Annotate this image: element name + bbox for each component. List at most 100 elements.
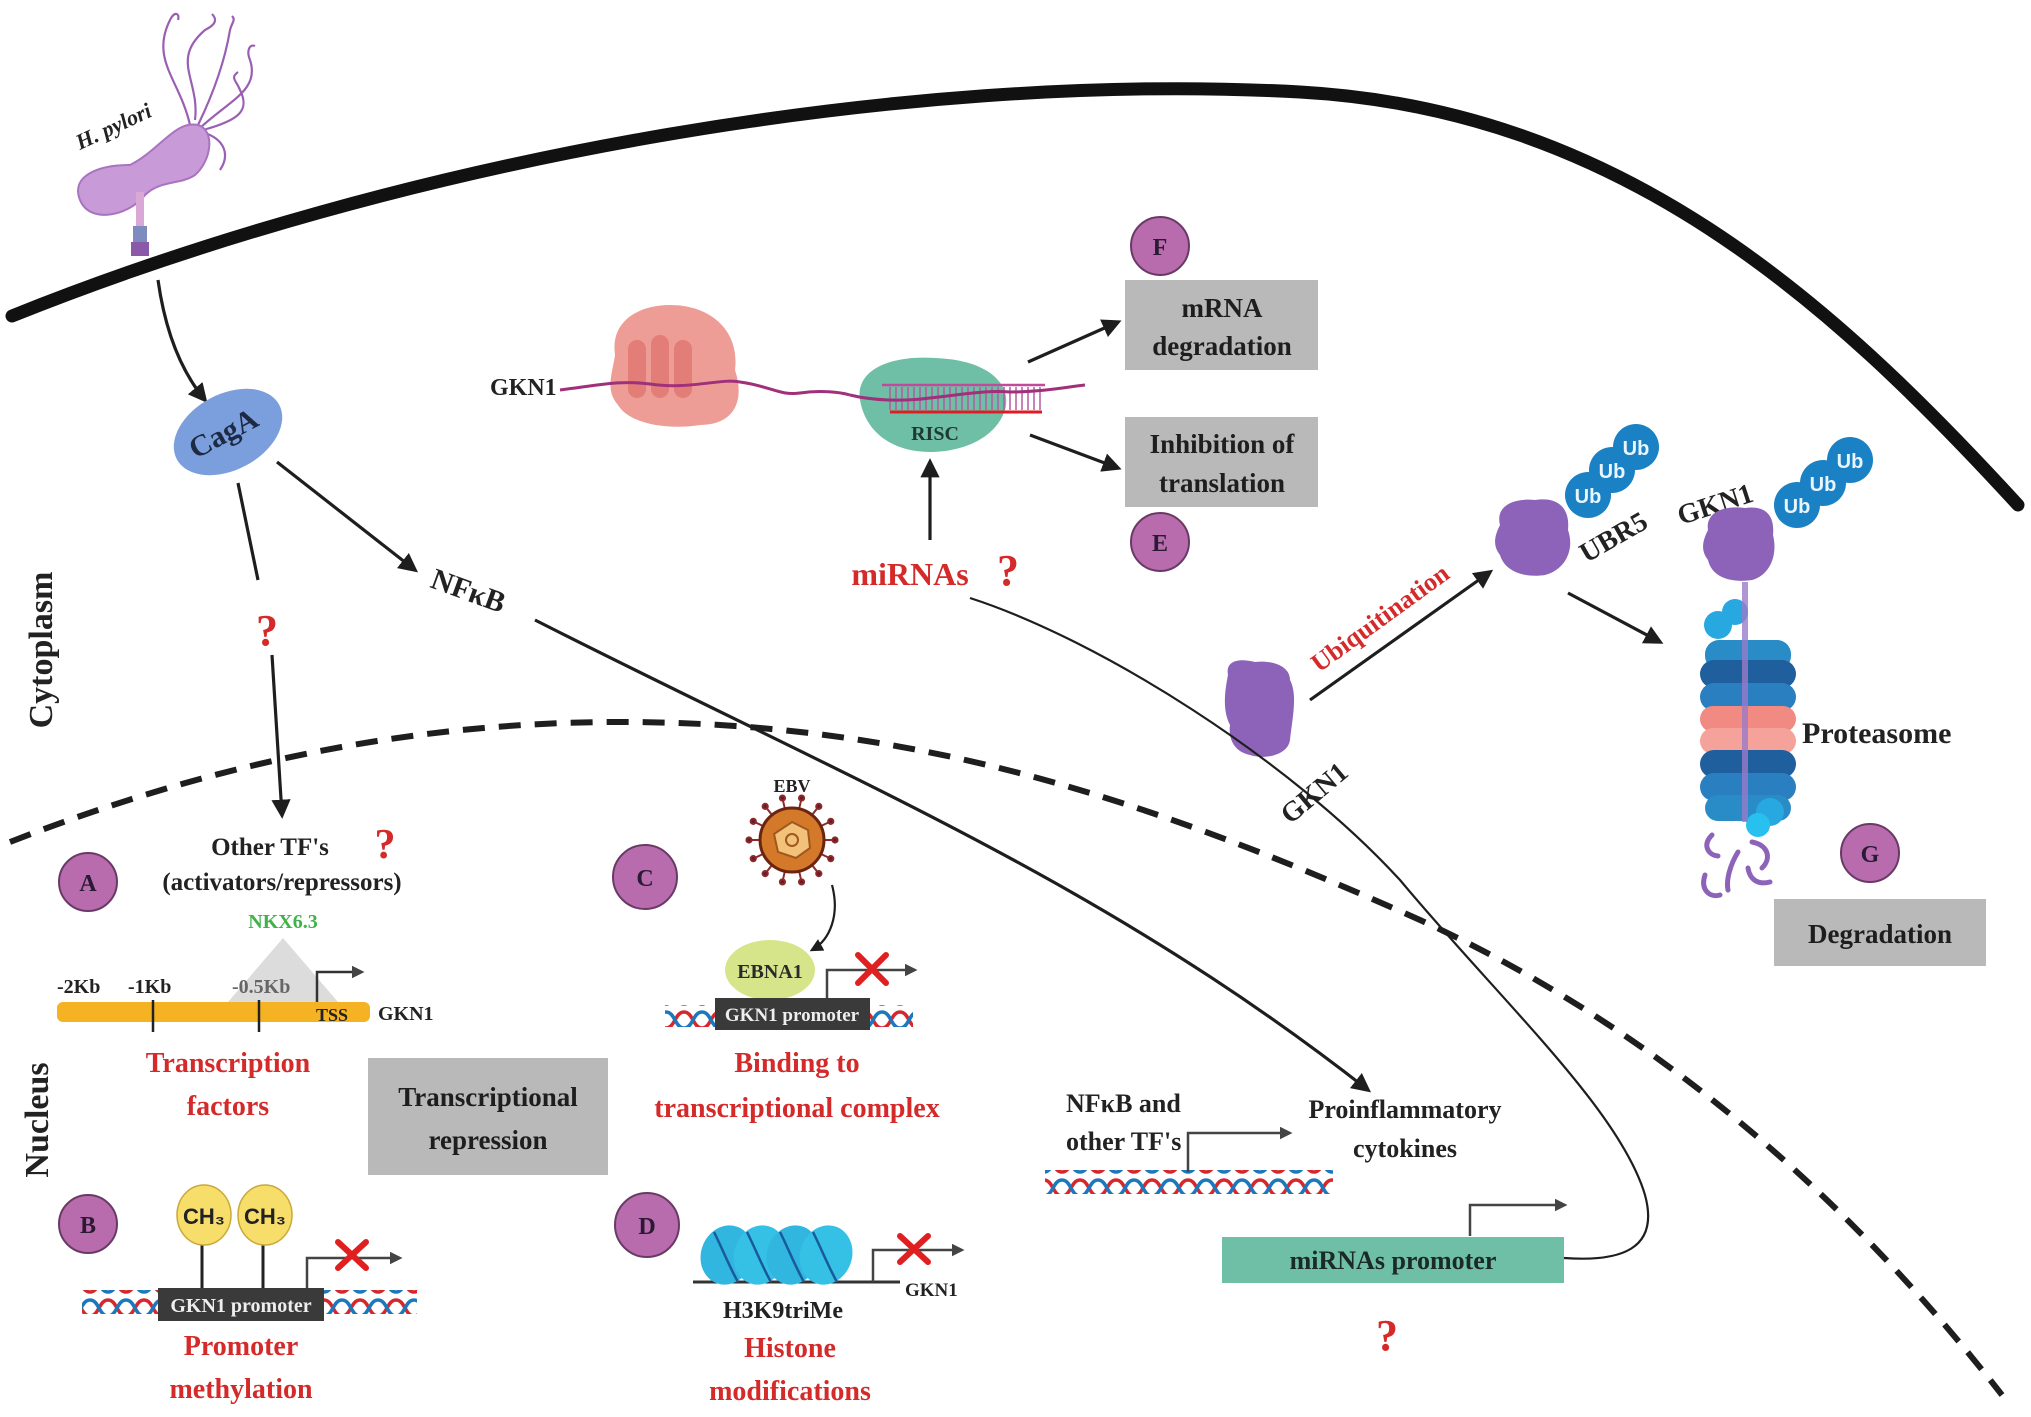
other-tfs-label: Other TF's — [211, 834, 329, 861]
line-mirna-promoter-to-mirnas — [969, 596, 1650, 1260]
blocked-x-icon-c — [855, 952, 889, 986]
histone-caption-2: modifications — [709, 1376, 871, 1407]
transcriptional-repression-box: Transcriptional repression — [368, 1058, 608, 1175]
unknown-marker-1: ? — [256, 606, 278, 655]
histone-caption-1: Histone — [744, 1333, 836, 1364]
tf-binding-triangle — [228, 938, 338, 1002]
svg-text:Ub: Ub — [1575, 486, 1602, 508]
unknown-marker-3: ? — [375, 822, 396, 868]
h-pylori-label: H. pylori — [71, 97, 156, 155]
svg-text:E: E — [1152, 531, 1168, 557]
badge-c: C — [612, 844, 678, 910]
cell-membrane — [5, 82, 2025, 512]
ubr5-protein-icon — [1495, 499, 1571, 576]
arrow-ubiquitination — [1309, 569, 1494, 702]
gkn1-gene-bar — [57, 1002, 370, 1022]
svg-text:Ub: Ub — [1623, 438, 1650, 460]
ebv-spike-tip — [797, 878, 806, 886]
ebv-spike-tip — [815, 870, 823, 878]
svg-text:D: D — [638, 1214, 655, 1240]
gkn1-tagged-protein-icon — [1703, 507, 1775, 581]
pos-1kb: -1Kb — [128, 976, 171, 998]
methyl-group-1: CH₃ — [176, 1184, 232, 1246]
svg-text:GKN1 promoter: GKN1 promoter — [170, 1295, 311, 1317]
ebv-label: EBV — [773, 776, 810, 796]
ebv-spike-tip — [761, 802, 769, 810]
proteasome-icon — [1700, 582, 1796, 837]
gkn1-protein-icon — [1224, 660, 1295, 757]
arrow-nfkb-cytokines — [534, 618, 1372, 1093]
nuclear-envelope — [8, 718, 2005, 1397]
ebv-spike-tip — [778, 794, 787, 802]
ebv-spike-tip — [749, 817, 757, 825]
gkn1-promoter-b: GKN1 promoter — [158, 1288, 324, 1321]
tss-arrow-icon — [315, 965, 365, 1002]
nfkb-tfs-line2: other TF's — [1066, 1127, 1181, 1156]
mirna-promoter-box: miRNAs promoter — [1222, 1237, 1564, 1283]
arrow-ebv-ebna1 — [809, 884, 836, 952]
ebv-spike-tip — [797, 794, 806, 802]
ebv-spike-tip — [827, 855, 835, 863]
ebv-spike-tip — [778, 878, 787, 886]
nkx63-label: NKX6.3 — [248, 911, 317, 933]
gkn1-substrate-label: GKN1 — [1275, 757, 1355, 831]
binding-caption-1: Binding to — [734, 1048, 859, 1079]
ubiquitination-label: Ubiquitination — [1305, 558, 1455, 678]
arrow-caga-nfkb — [276, 460, 419, 573]
proinflammatory-line2: cytokines — [1353, 1134, 1457, 1163]
arrow-risc-degradation — [1027, 319, 1122, 364]
svg-text:Ub: Ub — [1599, 461, 1626, 483]
ebv-spike-tip — [745, 836, 753, 844]
svg-text:mRNA: mRNA — [1182, 293, 1263, 323]
svg-text:Degradation: Degradation — [1808, 919, 1952, 949]
badge-d: D — [614, 1192, 680, 1258]
arrow-ubr5-proteasome — [1567, 591, 1664, 644]
promoter-methylation-caption-2: methylation — [169, 1374, 313, 1405]
h-pylori-icon: H. pylori — [71, 12, 256, 256]
pos-05kb: -0.5Kb — [232, 976, 290, 998]
promoter-methylation-caption-1: Promoter — [184, 1331, 299, 1362]
nfkb-tfs-line1: NFκB and — [1066, 1089, 1181, 1118]
transcription-factors-caption-2: factors — [187, 1091, 270, 1122]
tss-arrow-mirna-icon — [1468, 1198, 1568, 1236]
proteasome-label: Proteasome — [1802, 717, 1951, 750]
svg-text:Inhibition of: Inhibition of — [1150, 429, 1296, 459]
gkn1-mrna-strand — [559, 379, 851, 397]
mirnas-label: miRNAs — [851, 556, 968, 592]
svg-text:Ub: Ub — [1837, 451, 1864, 473]
svg-text:GKN1 promoter: GKN1 promoter — [725, 1005, 860, 1026]
line-caga-unknown — [236, 482, 260, 581]
tss-arrow-d-icon — [871, 1243, 965, 1282]
ebv-spike-tip — [761, 870, 769, 878]
transcription-factors-caption-1: Transcription — [146, 1048, 311, 1079]
peptide-fragments-icon — [1701, 832, 1773, 899]
dna-helix-nfkb — [1045, 1170, 1333, 1194]
mrna-degradation-box: mRNA degradation — [1125, 280, 1318, 370]
ebv-spike-tip — [815, 802, 823, 810]
ebv-spike-tip — [831, 836, 839, 844]
badge-e: E — [1130, 512, 1190, 572]
badge-b: B — [58, 1194, 118, 1254]
h3k9trime-label: H3K9triMe — [723, 1298, 843, 1324]
svg-text:CH₃: CH₃ — [183, 1204, 225, 1229]
tss-label: TSS — [316, 1005, 348, 1025]
badge-f: F — [1130, 216, 1190, 276]
tss-arrow-nfkb-icon — [1186, 1126, 1293, 1172]
binding-caption-2: transcriptional complex — [654, 1093, 939, 1124]
svg-text:G: G — [1861, 842, 1880, 868]
ebv-spike-tip — [827, 817, 835, 825]
ebna1-protein: EBNA1 — [725, 940, 815, 1000]
blocked-x-icon-b — [335, 1239, 369, 1271]
ribosome-icon — [610, 305, 739, 427]
inhibition-of-translation-box: Inhibition of translation — [1125, 417, 1318, 507]
svg-text:F: F — [1153, 235, 1168, 261]
gkn1-mrna-label: GKN1 — [490, 375, 557, 401]
svg-text:translation: translation — [1159, 468, 1285, 498]
svg-text:CH₃: CH₃ — [244, 1204, 286, 1229]
badge-a: A — [58, 852, 118, 912]
arrow-risc-inhibition — [1029, 433, 1122, 472]
risc-label: RISC — [911, 423, 959, 445]
blocked-x-icon-d — [897, 1233, 931, 1265]
proinflammatory-line1: Proinflammatory — [1308, 1095, 1501, 1124]
